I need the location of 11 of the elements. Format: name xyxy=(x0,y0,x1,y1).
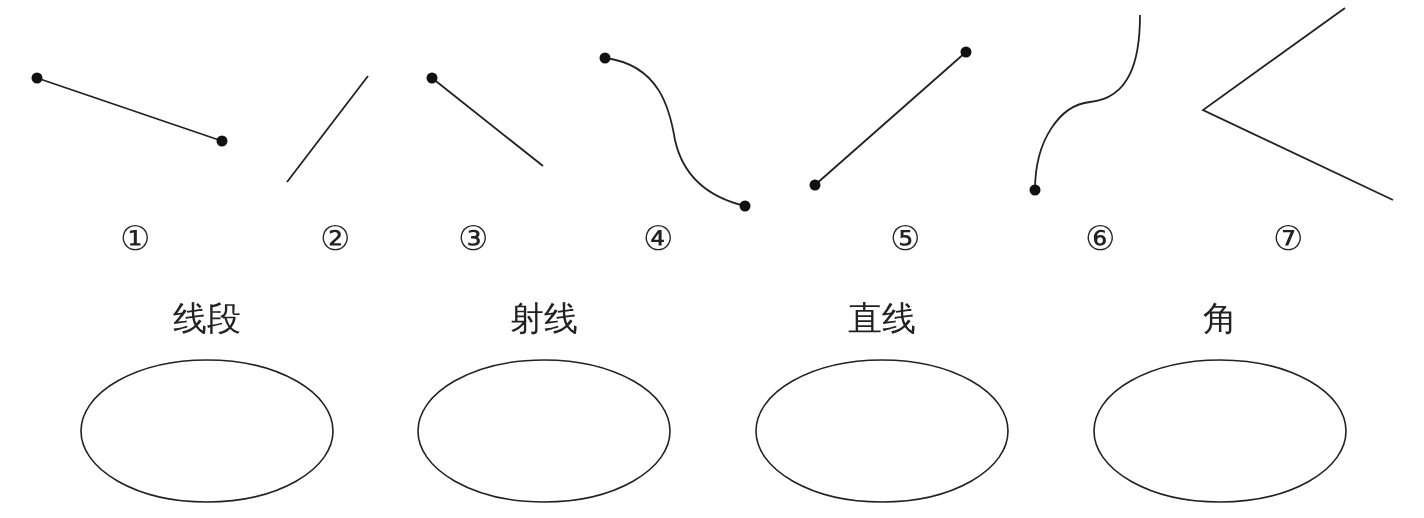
figure-number: ⑤ xyxy=(890,218,920,258)
category-heading: 射线 xyxy=(510,298,578,338)
category-heading: 线段 xyxy=(173,298,241,338)
figure-number: ② xyxy=(320,218,350,258)
figure-number: ⑦ xyxy=(1273,218,1303,258)
figure-number: ① xyxy=(120,218,150,258)
figure-number: ④ xyxy=(643,218,673,258)
figure-number: ③ xyxy=(458,218,488,258)
category-heading: 角 xyxy=(1203,298,1237,338)
category-heading: 直线 xyxy=(848,298,916,338)
figure-number: ⑥ xyxy=(1085,218,1115,258)
